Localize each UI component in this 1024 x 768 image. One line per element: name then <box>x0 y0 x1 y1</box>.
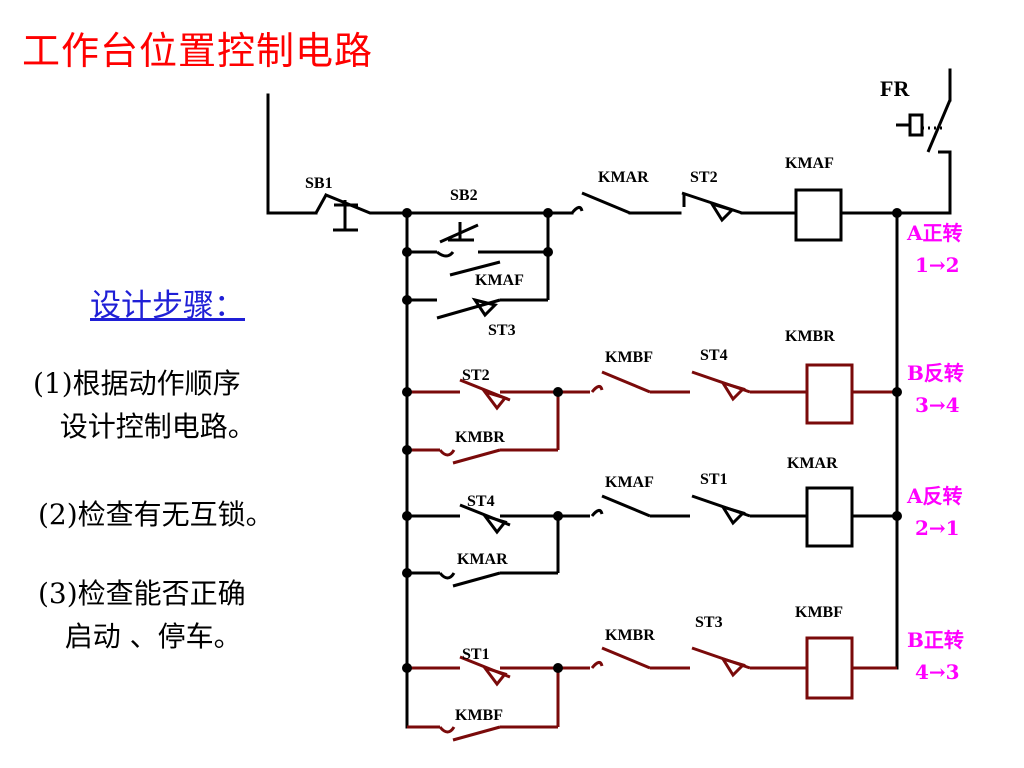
rung3-input-label: ST4 <box>467 493 495 510</box>
kmaf-holding-label: KMAF <box>475 272 524 289</box>
rung4-holding-label: KMBF <box>455 707 503 724</box>
state-4-direction: B正转 <box>907 628 964 652</box>
state-2-sequence: 3→4 <box>915 393 960 417</box>
rung3-holding-label: KMAR <box>457 551 508 568</box>
st3-parallel-label: ST3 <box>488 322 516 339</box>
rung3-coil-label: KMAR <box>787 455 838 472</box>
design-step-1: (1)根据动作顺序 设计控制电路。 <box>33 367 256 444</box>
page-title: 工作台位置控制电路 <box>22 29 374 73</box>
fr-contact <box>896 99 952 154</box>
fr-label: FR <box>880 76 910 101</box>
sb2-label: SB2 <box>450 187 478 204</box>
kmar-coil <box>805 486 854 548</box>
kmbf-coil <box>805 636 854 700</box>
sb1-label: SB1 <box>305 175 333 192</box>
state-1-sequence: 1→2 <box>915 253 960 277</box>
junction-dots <box>402 208 902 673</box>
rung4-limit-label: ST3 <box>695 614 723 631</box>
state-3-direction: A反转 <box>906 484 963 508</box>
rung2-wiring <box>407 370 897 465</box>
kmbr-coil <box>805 363 854 425</box>
rung3-limit-label: ST1 <box>700 471 728 488</box>
rung2-interlock-label: KMBF <box>605 349 653 366</box>
state-4-sequence: 4→3 <box>915 660 960 684</box>
st2-contact <box>681 191 743 223</box>
rung4-coil-label: KMBF <box>795 604 843 621</box>
sb2-branch <box>407 213 550 320</box>
sb1-button <box>314 194 358 232</box>
state-2-direction: B反转 <box>907 361 964 385</box>
state-3-sequence: 2→1 <box>915 516 960 540</box>
rung2-input-label: ST2 <box>462 367 490 384</box>
kmar-contact <box>570 191 631 215</box>
design-steps-heading: 设计步骤： <box>90 288 245 324</box>
rung2-coil-label: KMBR <box>785 328 835 345</box>
rung1-coil-label: KMAF <box>785 155 834 172</box>
rung3-interlock-label: KMAF <box>605 474 654 491</box>
design-step-2: (2)检查有无互锁。 <box>38 498 274 531</box>
rung1-interlock-label: KMAR <box>598 169 649 186</box>
state-1-direction: A正转 <box>906 221 963 245</box>
rung3-wiring <box>407 494 897 588</box>
rung1-limit-label: ST2 <box>690 169 718 186</box>
design-step-3: (3)检查能否正确 启动 、停车。 <box>38 577 246 654</box>
rung4-wiring <box>407 646 897 742</box>
rung4-input-label: ST1 <box>462 646 490 663</box>
rung2-limit-label: ST4 <box>700 347 728 364</box>
rung4-interlock-label: KMBR <box>605 627 655 644</box>
rung2-holding-label: KMBR <box>455 429 505 446</box>
kmaf-coil <box>794 188 843 242</box>
